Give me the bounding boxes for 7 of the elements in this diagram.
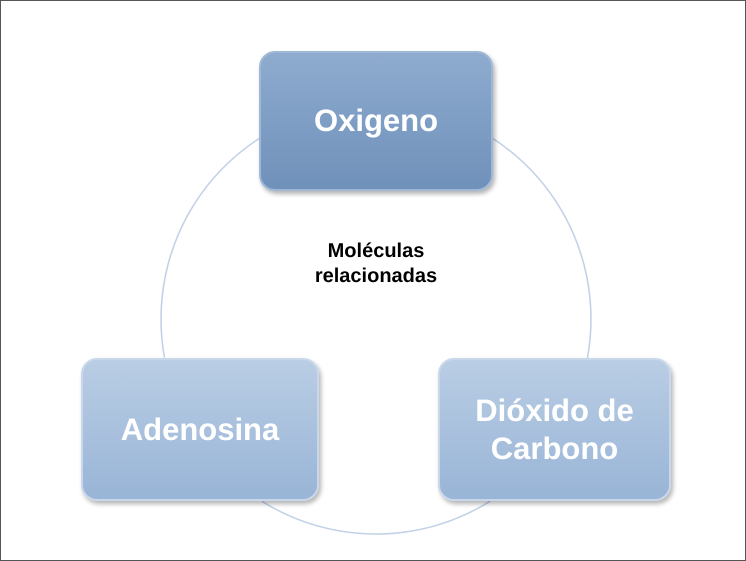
center-label: Moléculas relacionadas	[314, 239, 438, 289]
cycle-arc	[262, 500, 491, 534]
molecule-box: Oxigeno	[259, 51, 493, 191]
molecule-box: Dióxido de Carbono	[438, 358, 671, 501]
cycle-arc	[492, 138, 592, 358]
cycle-arc	[160, 138, 260, 358]
molecule-box: Adenosina	[81, 358, 319, 501]
